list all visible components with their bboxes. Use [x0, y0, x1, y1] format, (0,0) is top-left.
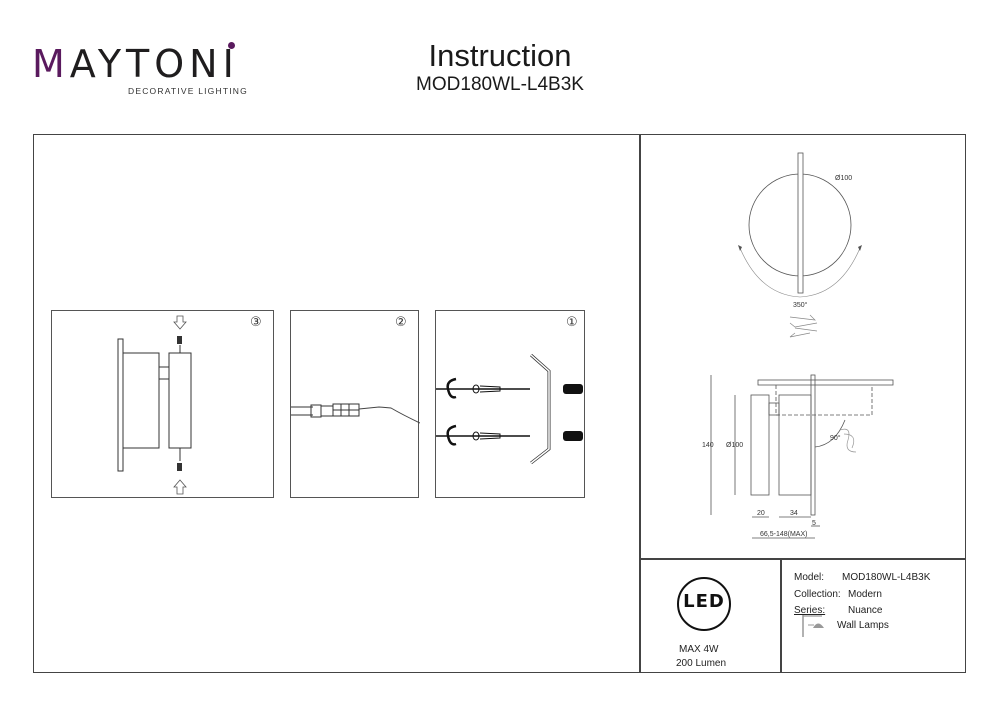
plate-label: 5: [812, 520, 816, 527]
side-diameter-label: Ø100: [726, 442, 743, 449]
max-power: MAX 4W: [679, 644, 719, 655]
step-number: ③: [250, 315, 262, 330]
rotation-label: 350°: [793, 301, 808, 309]
step-number: ②: [395, 315, 407, 330]
collection-label: Collection:: [794, 589, 841, 600]
model-label: Model:: [794, 572, 825, 583]
step-3-panel: ③: [51, 310, 274, 498]
model-code: MOD180WL-L4B3K: [416, 74, 584, 95]
divider-horizontal: [639, 558, 966, 560]
series-value: Nuance: [848, 605, 883, 616]
brand-tagline: DECORATIVE LIGHTING: [128, 86, 248, 96]
divider-vertical: [639, 134, 641, 673]
side-height-label: 140: [702, 442, 714, 449]
brand-logo: MAYTONI DECORATIVE LIGHTING: [32, 40, 247, 100]
step-number: ①: [566, 315, 578, 330]
brand-logo-dot: [228, 42, 235, 49]
mount-lamp-screws-icon: [117, 315, 192, 495]
lamp-type: Wall Lamps: [837, 620, 889, 631]
wire-connector-icon: [291, 403, 420, 424]
model-value: MOD180WL-L4B3K: [842, 572, 931, 583]
front-diameter-label: Ø100: [835, 175, 852, 182]
depth-a-label: 20: [757, 510, 765, 517]
lumen: 200 Lumen: [676, 658, 727, 669]
collection-value: Modern: [848, 589, 882, 600]
led-badge-icon: LED: [677, 577, 731, 631]
led-label: LED: [683, 591, 725, 612]
side-view-drawing: 140 Ø100 90° 20 34 5 66,5-148(MAX): [702, 374, 894, 539]
brand-name: MAYTONI: [32, 42, 239, 86]
page-title: Instruction: [428, 38, 572, 73]
depth-b-label: 34: [790, 510, 798, 517]
instruction-frame: [33, 134, 966, 673]
wall-lamp-icon: [802, 615, 824, 637]
bracket-anchors-icon: [436, 353, 583, 465]
front-view-drawing: Ø100 350°: [738, 152, 862, 338]
divider-info: [780, 558, 782, 673]
tilt-label: 90°: [830, 434, 841, 442]
step-1-panel: ①: [435, 310, 585, 498]
step-2-panel: ②: [290, 310, 420, 498]
total-depth-label: 66,5-148(MAX): [760, 531, 807, 538]
series-label: Series:: [794, 605, 826, 616]
